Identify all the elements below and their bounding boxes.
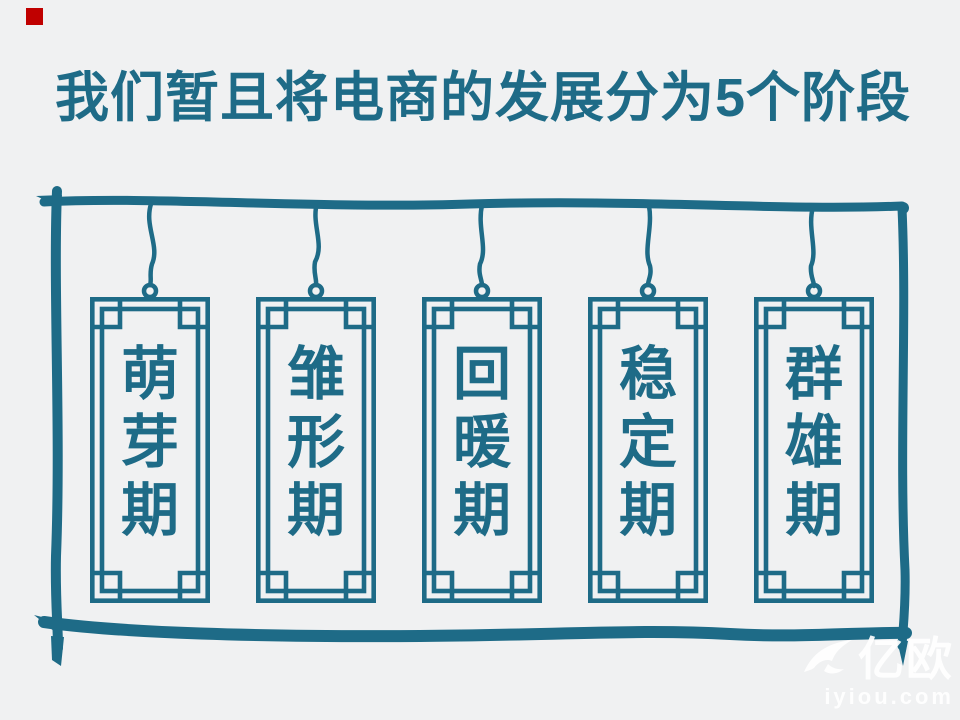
tag-border <box>90 297 210 603</box>
string-loop-5 <box>805 282 823 300</box>
tag-border <box>256 297 376 603</box>
stage-tag-3: 回暖期 <box>422 297 542 603</box>
frame-brush-tip-bottom-right <box>897 640 908 666</box>
slide-title: 我们暂且将电商的发展分为5个阶段 <box>55 68 912 128</box>
hanging-string-2 <box>312 200 321 288</box>
hanging-string-3 <box>477 202 486 288</box>
stage-label: 回暖期 <box>452 342 511 543</box>
hanging-string-1 <box>146 201 157 288</box>
stage-tag-4: 稳定期 <box>588 297 708 603</box>
stage-label: 稳定期 <box>618 342 677 543</box>
stage-tag-2: 雏形期 <box>256 297 376 603</box>
stage-label: 群雄期 <box>784 342 843 543</box>
stage-label: 萌芽期 <box>120 342 179 543</box>
string-loop-1 <box>141 282 159 300</box>
hanging-string-4 <box>645 203 653 288</box>
frame-brush-tip-bottom-left-horizontal <box>34 615 58 632</box>
string-loop-4 <box>639 282 657 300</box>
tag-border <box>588 297 708 603</box>
stage-label: 雏形期 <box>286 342 345 543</box>
frame-brush-blob-top-right <box>897 202 909 214</box>
frame-stroke-left <box>50 186 63 653</box>
swallow-bird-icon <box>804 639 852 674</box>
frame-stroke-bottom <box>38 616 912 643</box>
tag-border <box>422 297 542 603</box>
string-loop-2 <box>307 282 325 300</box>
watermark-brand: 亿欧 <box>858 632 954 685</box>
watermark-domain: iyiou.com <box>824 683 954 709</box>
stage-tag-1: 萌芽期 <box>90 297 210 603</box>
hanging-string-5 <box>808 204 817 289</box>
frame-stroke-right <box>897 203 910 651</box>
watermark: 亿欧 iyiou.com <box>802 636 954 710</box>
frame-brush-tip-top-left <box>36 195 62 207</box>
stage-tag-5: 群雄期 <box>754 297 874 603</box>
tag-border <box>754 297 874 603</box>
string-loop-3 <box>473 282 491 300</box>
frame-stroke-top <box>39 195 907 212</box>
brand-square-logo <box>26 8 43 25</box>
frame-brush-tip-bottom-left-vertical <box>51 636 64 666</box>
